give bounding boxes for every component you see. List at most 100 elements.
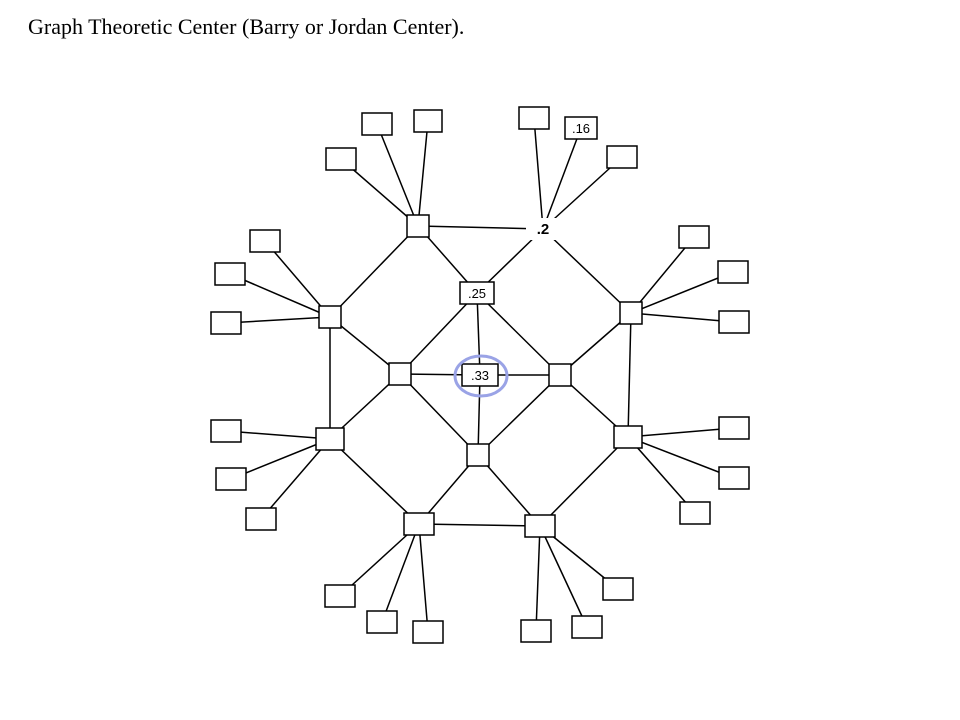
node-h_rr: [613, 425, 643, 449]
node-i_bot: [466, 443, 490, 467]
edge-h_r-l11: [630, 271, 734, 314]
node-box: [215, 467, 247, 491]
node-box: [466, 443, 490, 467]
edge-h_tr-h_r: [542, 228, 632, 314]
node-box: [548, 363, 572, 387]
edge-h_bl-h_br: [418, 523, 541, 527]
node-box: [518, 106, 550, 130]
edge-center-i_top: [476, 292, 481, 376]
node-box: [717, 260, 749, 284]
node-l16: [718, 416, 750, 440]
edge-i_top-i_right: [476, 292, 561, 376]
node-box: [315, 427, 345, 451]
node-l19: [324, 584, 356, 608]
node-l22: [520, 619, 552, 643]
node-l7: [249, 229, 281, 253]
node-i_right: [548, 363, 572, 387]
edge-h_bl-l19: [339, 523, 420, 597]
node-box: [564, 116, 598, 140]
edge-h_r-l12: [630, 312, 735, 323]
node-l1: [361, 112, 393, 136]
edge-h_ll-l14: [230, 438, 331, 480]
edge-h_br-l23: [539, 525, 588, 628]
node-box: [718, 466, 750, 490]
edge-h_tl-l1: [376, 123, 419, 227]
node-box: [524, 514, 556, 538]
node-l21: [412, 620, 444, 644]
node-h_bl: [403, 512, 435, 536]
node-box: [318, 305, 342, 329]
node-box: [325, 147, 357, 171]
edge-h_br-l22: [535, 525, 541, 632]
edge-h_tr-l5: [542, 127, 582, 230]
node-label: .25: [468, 286, 486, 301]
node-box: [718, 416, 750, 440]
node-box: [678, 225, 710, 249]
edge-i_bot-i_left: [399, 373, 479, 456]
node-box: [619, 301, 643, 325]
edge-h_bl-l20: [381, 523, 420, 623]
edge-h_rr-l16: [627, 427, 735, 438]
node-box: [361, 112, 393, 136]
node-l10: [678, 225, 710, 249]
edge-h_ll-l13: [225, 430, 331, 440]
node-box: [366, 610, 398, 634]
node-h_l: [318, 305, 342, 329]
node-center: .33: [461, 363, 499, 387]
node-box: [679, 501, 711, 525]
node-label: .16: [572, 121, 590, 136]
node-box: [403, 512, 435, 536]
node-box: [245, 507, 277, 531]
node-box: [526, 218, 560, 240]
node-box: [520, 619, 552, 643]
edge-h_r-i_right: [559, 312, 632, 376]
graph-nodes: .33 .25 .2 .16: [210, 106, 750, 644]
node-box: [461, 363, 499, 387]
node-l4: [518, 106, 550, 130]
node-h_r: [619, 301, 643, 325]
edge-h_tl-h_l: [329, 225, 419, 318]
edge-i_top-i_left: [399, 292, 478, 375]
node-h_ll: [315, 427, 345, 451]
node-box: [459, 281, 495, 305]
node-l17: [718, 466, 750, 490]
node-h_tl: [406, 214, 430, 238]
node-box: [412, 620, 444, 644]
edge-h_rr-l17: [627, 436, 735, 479]
node-box: [602, 577, 634, 601]
node-label: .33: [471, 368, 489, 383]
node-box: [413, 109, 443, 133]
node-l13: [210, 419, 242, 443]
edge-h_l-l9: [225, 316, 331, 324]
node-l3: [325, 147, 357, 171]
node-box: [324, 584, 356, 608]
edge-h_rr-h_br: [539, 436, 629, 527]
slide-title: Graph Theoretic Center (Barry or Jordan …: [28, 14, 465, 39]
node-box: [406, 214, 430, 238]
edge-h_r-l10: [630, 236, 695, 314]
node-i_top: .25: [459, 281, 495, 305]
center-highlight-ring: [453, 354, 509, 398]
node-l2: [413, 109, 443, 133]
node-box: [613, 425, 643, 449]
graph-annotations: [453, 354, 509, 398]
node-i_left: [388, 362, 412, 386]
node-h_br: [524, 514, 556, 538]
node-l23: [571, 615, 603, 639]
edge-h_ll-h_bl: [329, 438, 420, 525]
edge-h_ll-l15: [260, 438, 331, 520]
node-l14: [215, 467, 247, 491]
node-l9: [210, 311, 242, 335]
node-l6: [606, 145, 638, 169]
node-label: .2: [537, 221, 550, 238]
node-l8: [214, 262, 246, 286]
edge-h_tl-h_tr: [417, 225, 544, 230]
node-l12: [718, 310, 750, 334]
edge-h_rr-l18: [627, 436, 696, 514]
edge-h_tr-l4: [533, 117, 544, 230]
node-box: [388, 362, 412, 386]
edge-h_l-l8: [229, 273, 331, 318]
node-box: [249, 229, 281, 253]
node-l24: [602, 577, 634, 601]
